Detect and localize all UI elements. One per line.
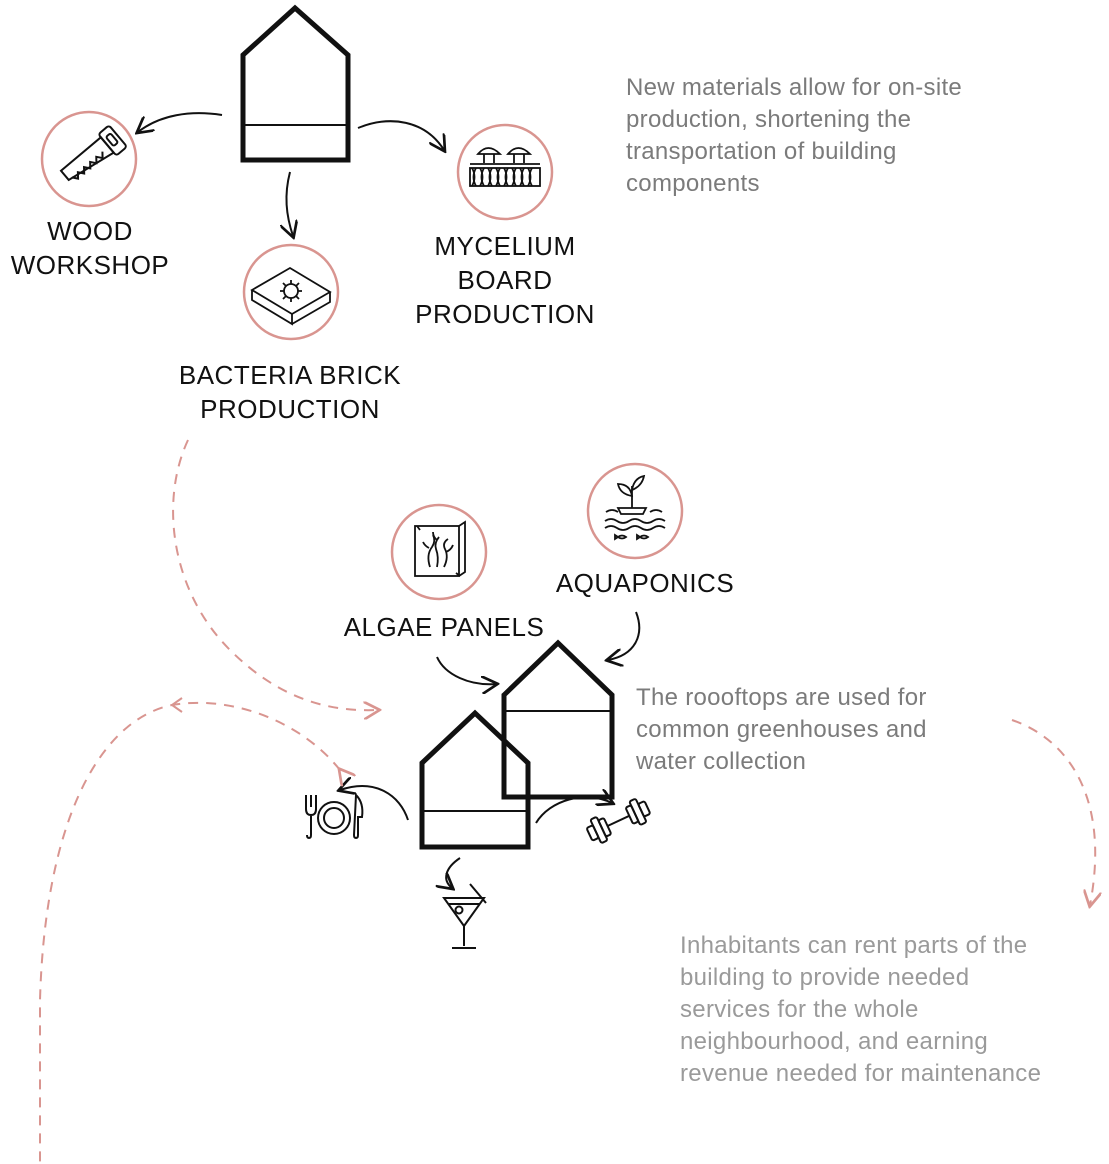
arrow-from-algae	[436, 656, 496, 684]
aquaponics-icon	[586, 462, 684, 560]
note-production: New materials allow for on-site producti…	[626, 72, 1046, 200]
arrow-to-bar	[446, 857, 461, 888]
note-line: revenue needed for maintenance	[680, 1060, 1042, 1087]
note-line: Inhabitants can rent parts of the	[680, 932, 1028, 959]
note-line: building to provide needed	[680, 964, 970, 991]
note-line: production, shortening the	[626, 106, 912, 133]
label-line: PRODUCTION	[200, 394, 380, 424]
label-line: PRODUCTION	[415, 299, 595, 329]
handsaw-icon	[40, 110, 138, 208]
arrow-to-restaurant	[340, 786, 409, 821]
bacteria-brick-icon	[242, 243, 340, 341]
note-line: common greenhouses and	[636, 716, 927, 743]
label-line: WORKSHOP	[10, 250, 170, 280]
label-line: MYCELIUM	[434, 231, 576, 261]
label-line: WOOD	[47, 216, 133, 246]
label-line: ALGAE PANELS	[343, 612, 545, 642]
fork-plate-knife-icon	[305, 792, 364, 840]
algae-panels-label: ALGAE PANELS	[334, 610, 554, 644]
arrow-to-bacteria	[286, 171, 293, 236]
arrow-from-aquaponics	[608, 611, 641, 660]
arrow-to-gym	[535, 797, 612, 824]
note-line: services for the whole	[680, 996, 919, 1023]
wood-workshop-label: WOOD WORKSHOP	[10, 214, 170, 282]
house-3	[419, 709, 531, 850]
note-line: The roooftops are used for	[636, 684, 927, 711]
note-line: New materials allow for on-site	[626, 74, 963, 101]
aquaponics-label: AQUAPONICS	[540, 566, 750, 600]
algae-panel-icon	[390, 503, 488, 601]
mushroom-board-icon	[456, 123, 554, 221]
note-services: Inhabitants can rent parts of the buildi…	[680, 930, 1105, 1090]
arrow-to-wood	[138, 112, 223, 132]
note-rooftops: The roooftops are used for common greenh…	[636, 682, 1016, 778]
house-1	[240, 4, 351, 163]
note-line: transportation of building	[626, 138, 897, 165]
note-line: water collection	[636, 748, 807, 775]
label-line: BACTERIA BRICK	[178, 360, 402, 390]
house-2	[501, 639, 615, 800]
label-line: AQUAPONICS	[555, 568, 735, 598]
bacteria-brick-label: BACTERIA BRICK PRODUCTION	[160, 358, 420, 426]
note-line: components	[626, 170, 760, 197]
dumbbell-icon	[586, 798, 651, 844]
label-line: BOARD	[457, 265, 553, 295]
flow-arrow-3-head	[170, 697, 183, 713]
cocktail-glass-icon	[442, 883, 487, 949]
arrow-to-mycelium	[357, 120, 444, 150]
mycelium-board-label: MYCELIUM BOARD PRODUCTION	[405, 229, 605, 331]
flow-arrow-2-to-3	[1011, 719, 1095, 905]
note-line: neighbourhood, and earning	[680, 1028, 989, 1055]
flow-arrow-1-to-2	[172, 439, 378, 710]
flow-arrow-3-loop	[39, 701, 340, 1164]
